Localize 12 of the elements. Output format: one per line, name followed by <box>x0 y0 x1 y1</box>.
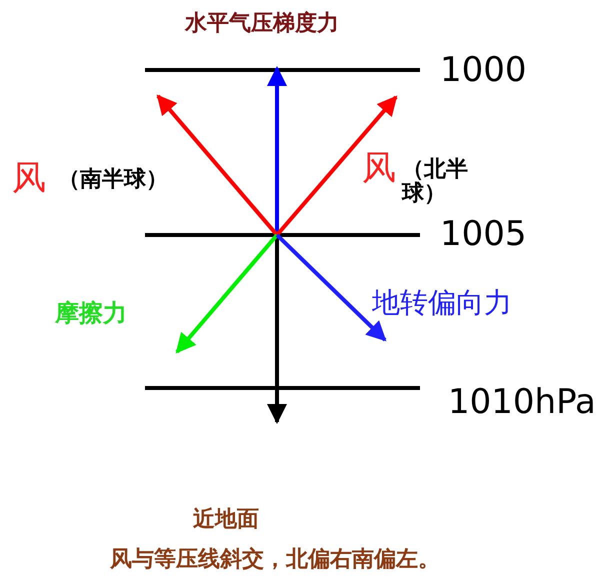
isobar-value: 1005 <box>440 216 527 254</box>
note-text: 近地面 <box>193 508 259 532</box>
force-label: 水平气压梯度力 <box>185 12 339 36</box>
wind-label: 风 <box>362 150 396 188</box>
isobar-value: 1010hPa <box>448 384 596 422</box>
hemisphere-label: （北半球） <box>402 158 469 206</box>
hemisphere-label: （南半球） <box>58 168 168 192</box>
isobar-value: 1000 <box>440 52 527 90</box>
force-label: 地转偏向力 <box>372 288 512 319</box>
caption-text: 风与等压线斜交，北偏右南偏左。 <box>110 548 440 572</box>
force-label: 摩擦力 <box>55 300 127 326</box>
wind-label: 风 <box>12 160 46 198</box>
